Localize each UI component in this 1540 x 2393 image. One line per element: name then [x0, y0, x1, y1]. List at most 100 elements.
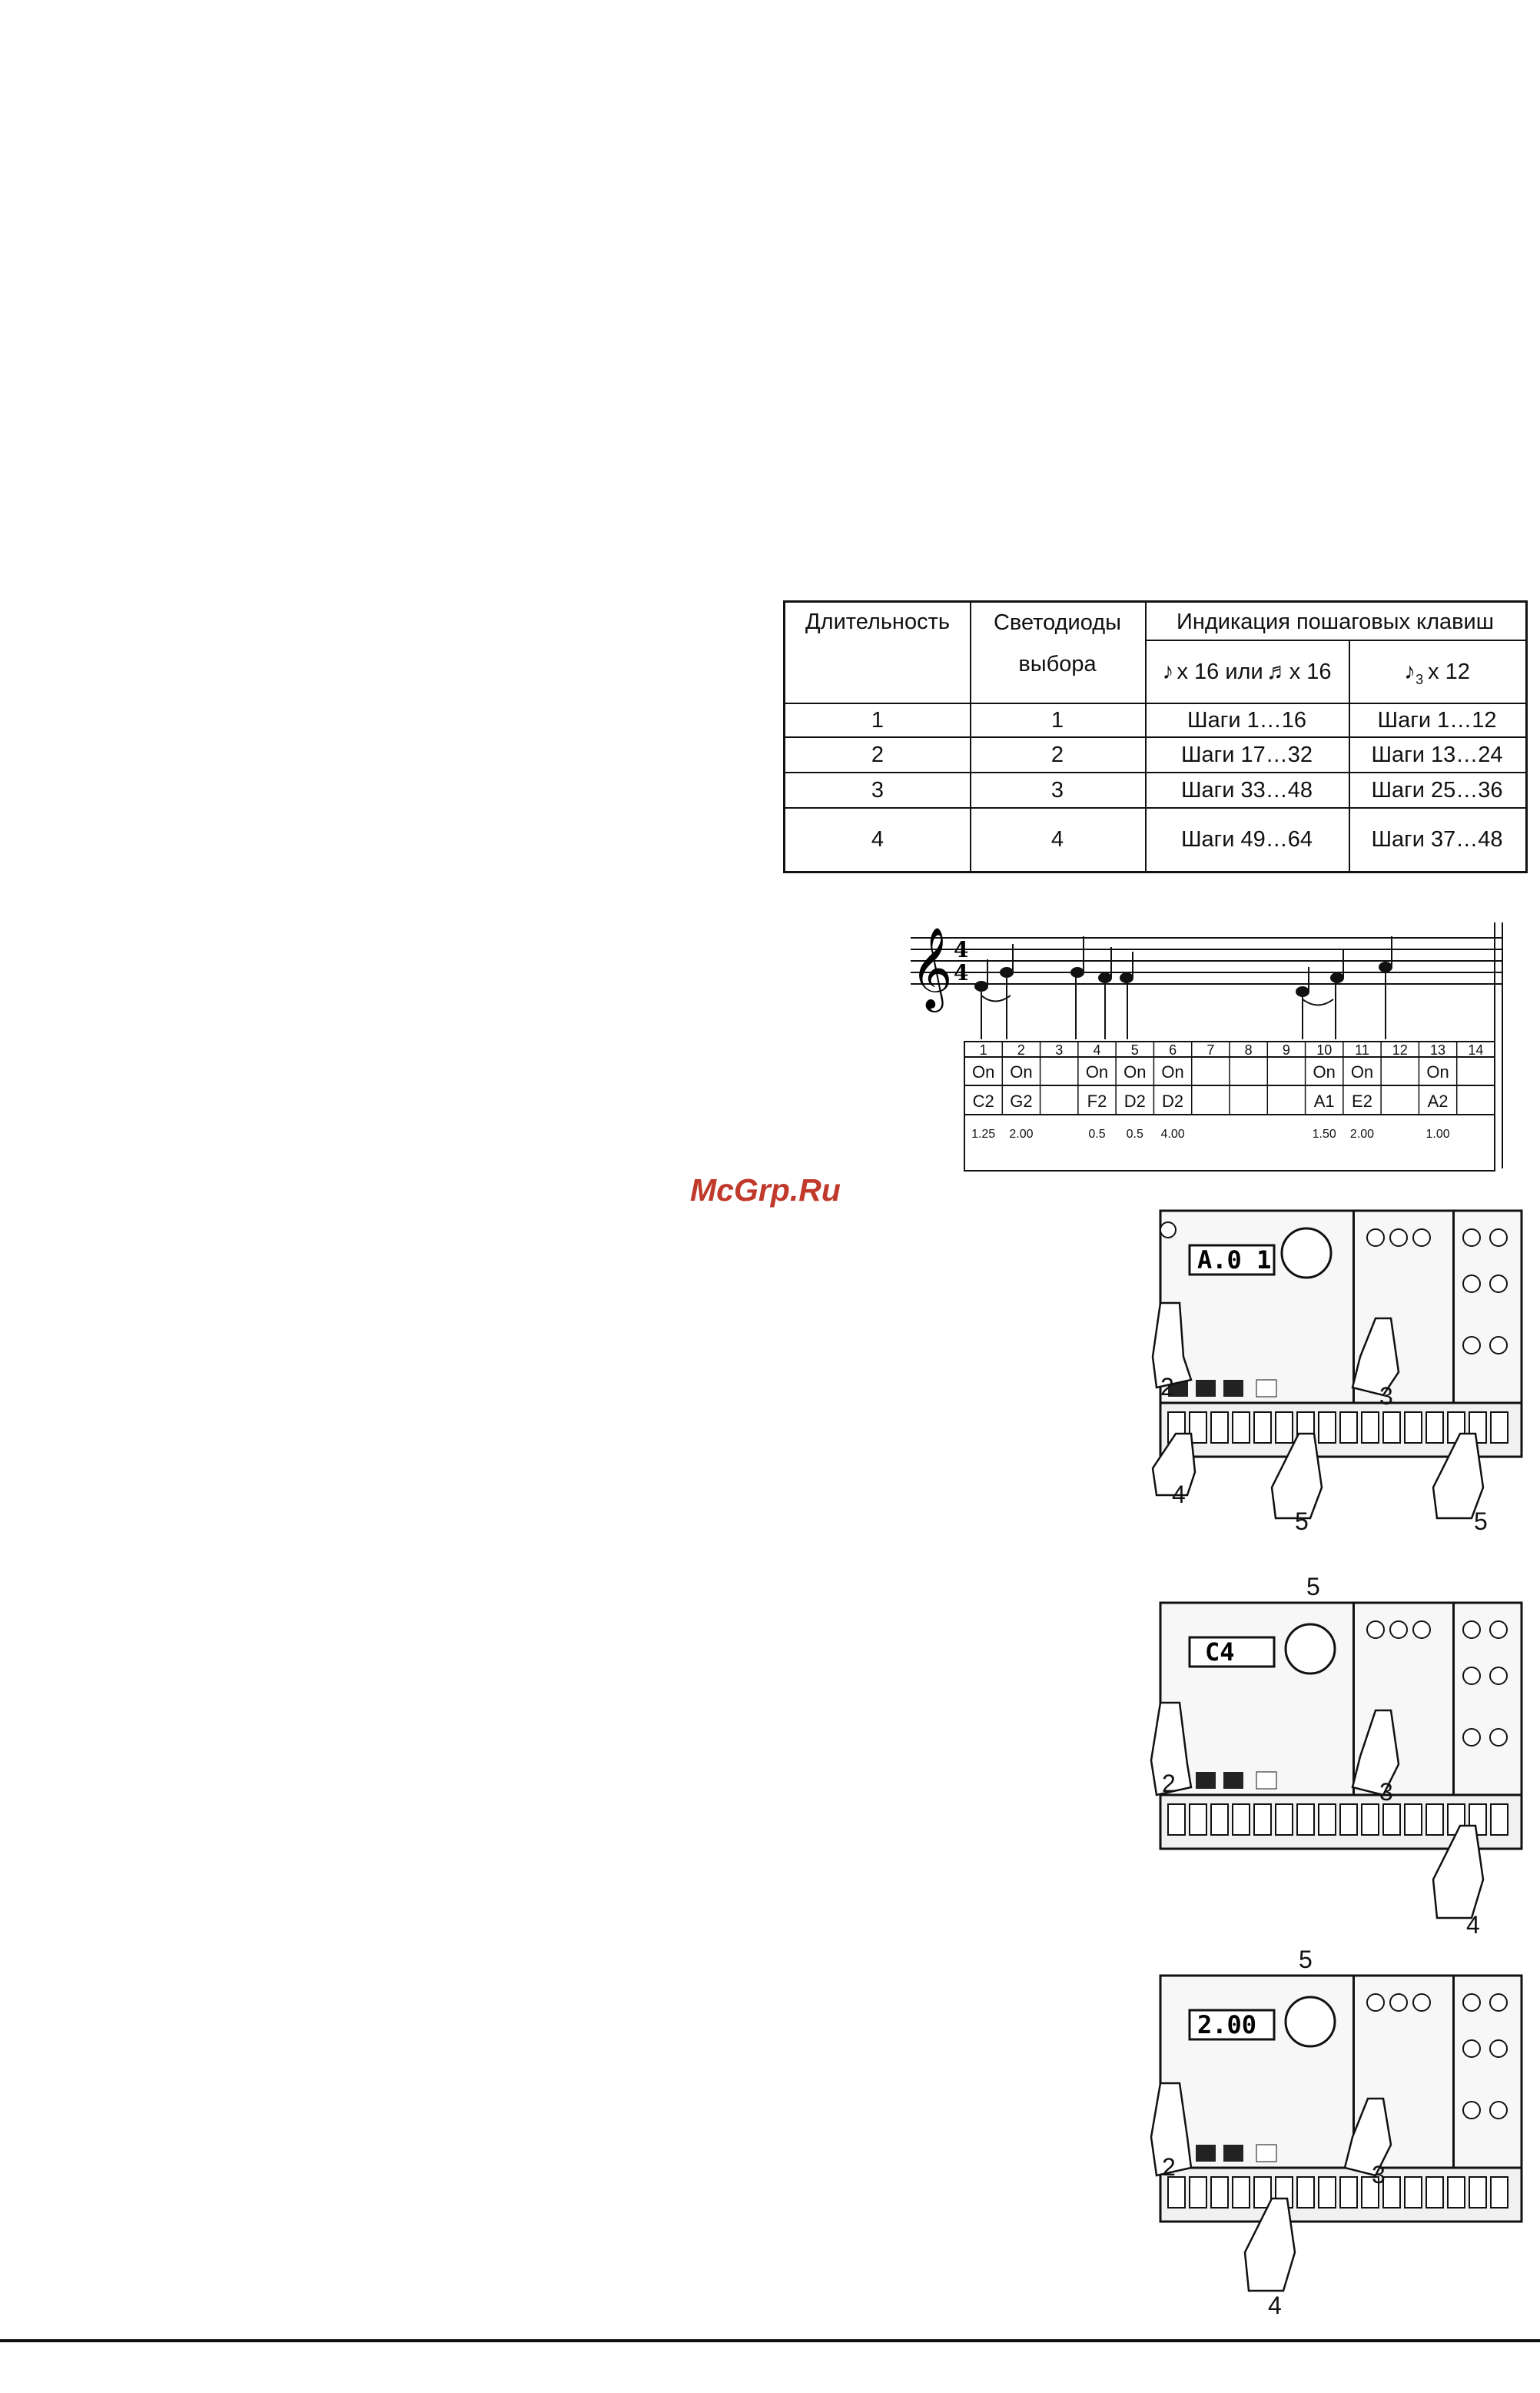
- step-note: D2: [1124, 1092, 1146, 1111]
- step-note: A2: [1428, 1092, 1449, 1111]
- triplet-note-icon: ♪: [1404, 659, 1416, 684]
- header-12-steps-label: x 12: [1428, 659, 1470, 684]
- step-gate: On: [1161, 1062, 1183, 1082]
- header-length: Длительность: [805, 609, 950, 634]
- row-3-leds: 3: [1050, 777, 1064, 803]
- row-2-leds: 2: [1050, 742, 1064, 767]
- step-gate: On: [972, 1062, 994, 1082]
- step-length-table: Длительность Светодиоды выбора Индикация…: [783, 600, 1528, 873]
- header-step-keys: Индикация пошаговых клавиш: [1176, 609, 1495, 634]
- header-16-steps-label: x 16 или: [1177, 659, 1263, 684]
- device-1-display: A.0 1: [1197, 1245, 1271, 1275]
- treble-clef-icon: 𝄞: [911, 926, 952, 1012]
- step-note: A1: [1314, 1092, 1335, 1111]
- step-note: D2: [1162, 1092, 1183, 1111]
- step-length: 1.00: [1426, 1128, 1450, 1141]
- row-1-steps12: Шаги 1…12: [1377, 707, 1497, 733]
- row-4-leds: 4: [1050, 827, 1064, 852]
- step-length: 0.5: [1088, 1128, 1105, 1141]
- step-number: 8: [1245, 1042, 1253, 1058]
- watermark: McGrp.Ru: [690, 1172, 841, 1208]
- step-gate: On: [1313, 1062, 1336, 1082]
- row-4-steps12: Шаги 37…48: [1371, 827, 1503, 852]
- step-number: 9: [1283, 1042, 1290, 1058]
- row-2-steps16: Шаги 17…32: [1180, 742, 1313, 767]
- device-1-callout-e: 5: [1474, 1507, 1488, 1535]
- step-gate: On: [1426, 1062, 1449, 1082]
- device-1-callout-d: 5: [1295, 1507, 1309, 1535]
- row-2-length: 2: [871, 742, 885, 767]
- row-3-steps16: Шаги 33…48: [1180, 777, 1313, 803]
- step-number: 11: [1355, 1042, 1369, 1058]
- hand-icons: [1150, 2082, 1392, 2292]
- step-length: 0.5: [1127, 1128, 1143, 1141]
- step-number: 5: [1131, 1042, 1139, 1058]
- eighth-note-icon: ♪: [1162, 659, 1174, 684]
- device-illustration-3: 5 2.00: [1145, 1945, 1529, 2322]
- step-note: F2: [1087, 1092, 1107, 1111]
- triplet-subscript: 3: [1416, 671, 1424, 687]
- step-number: 4: [1093, 1042, 1100, 1058]
- device-2-callout-c: 3: [1379, 1778, 1393, 1806]
- music-notation-example: 𝄞 4 4: [888, 907, 1514, 1176]
- step-number: 14: [1468, 1042, 1483, 1058]
- device-2-display: C4: [1205, 1637, 1235, 1667]
- device-1-callout-c: 4: [1172, 1481, 1186, 1508]
- step-length: 4.00: [1161, 1128, 1185, 1141]
- row-3-length: 3: [871, 777, 885, 803]
- step-gate: On: [1123, 1062, 1146, 1082]
- device-illustration-2: 5 C4: [1145, 1572, 1529, 1941]
- step-note: C2: [973, 1092, 994, 1111]
- sixteenth-note-icon: ♬: [1266, 659, 1289, 684]
- row-4-steps16: Шаги 49…64: [1180, 827, 1313, 852]
- header-16-steps: ♪ x 16 или ♬ x 16: [1145, 641, 1349, 703]
- time-sig-bottom: 4: [954, 960, 968, 985]
- row-3-steps12: Шаги 25…36: [1371, 777, 1503, 803]
- header-leds-line1: Светодиоды: [993, 610, 1121, 635]
- device-3-callout-c: 3: [1372, 2161, 1386, 2189]
- value-dial-icon: [1284, 1623, 1336, 1675]
- device-1-callout-a: 2: [1160, 1373, 1174, 1401]
- hand-icons: [1151, 1301, 1485, 1520]
- step-number: 6: [1169, 1042, 1177, 1058]
- step-number: 2: [1017, 1042, 1025, 1058]
- device-illustration-1: A.0 1: [1145, 1203, 1529, 1541]
- ties: [981, 995, 1334, 1006]
- device-2-callout-d: 4: [1466, 1911, 1480, 1939]
- row-1-leds: 1: [1050, 707, 1064, 733]
- step-number: 1: [980, 1042, 987, 1058]
- step-gate: On: [1351, 1062, 1373, 1082]
- step-number: 10: [1316, 1042, 1332, 1058]
- step-number: 13: [1430, 1042, 1445, 1058]
- row-1-steps16: Шаги 1…16: [1187, 707, 1306, 733]
- step-arrows: [981, 972, 1386, 1039]
- time-sig-top: 4: [954, 937, 968, 962]
- header-12-steps: ♪ 3 x 12: [1349, 641, 1525, 703]
- step-length: 2.00: [1009, 1128, 1033, 1141]
- row-4-length: 4: [871, 827, 885, 852]
- hand-icons: [1150, 1701, 1485, 1919]
- header-16-steps-tail: x 16: [1289, 659, 1332, 684]
- header-leds: Светодиоды выбора: [970, 603, 1145, 683]
- step-length: 1.25: [971, 1128, 995, 1141]
- device-3-callout-a: 5: [1299, 1946, 1313, 1973]
- header-leds-line2: выбора: [1018, 651, 1097, 676]
- step-length: 2.00: [1350, 1128, 1374, 1141]
- value-dial-icon: [1280, 1227, 1333, 1279]
- step-number: 12: [1392, 1042, 1408, 1058]
- page-bottom-rule: [0, 2339, 1540, 2342]
- step-note: E2: [1352, 1092, 1372, 1111]
- device-3-display: 2.00: [1197, 2010, 1256, 2039]
- step-number: 7: [1206, 1042, 1214, 1058]
- staff-lines: [911, 937, 1502, 985]
- device-2-callout-b: 2: [1162, 1770, 1176, 1797]
- device-2-callout-a: 5: [1306, 1573, 1320, 1600]
- device-3-callout-d: 4: [1268, 2292, 1282, 2319]
- row-2-steps12: Шаги 13…24: [1371, 742, 1503, 767]
- note-heads: [974, 936, 1392, 997]
- step-gate: On: [1086, 1062, 1108, 1082]
- step-note: G2: [1010, 1092, 1032, 1111]
- step-length: 1.50: [1313, 1128, 1336, 1141]
- step-number: 3: [1055, 1042, 1063, 1058]
